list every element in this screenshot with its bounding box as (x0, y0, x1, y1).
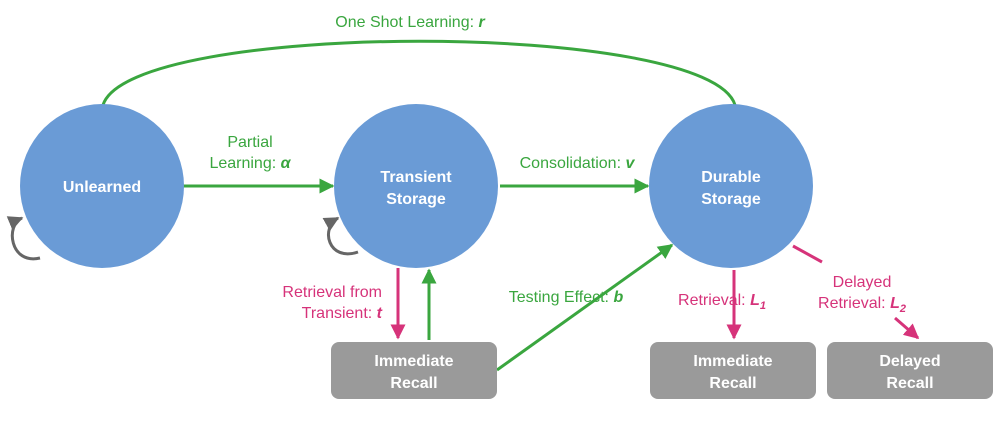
retrieval-l1-label: Retrieval: L1 (678, 292, 766, 312)
retrieval-transient-label-line2: Transient: t (302, 305, 383, 322)
state-transient-label-line1: Transient (380, 169, 452, 186)
state-durable-label-line1: Durable (701, 169, 761, 186)
delayed-retrieval-arrow-b (894, 316, 920, 340)
immediate-recall-1-line2: Recall (390, 375, 437, 392)
retrieval-transient-label-line1: Retrieval from (282, 284, 382, 301)
unlearned-self-loop (6, 216, 41, 261)
state-unlearned-label: Unlearned (63, 179, 141, 196)
immediate-recall-2-line2: Recall (709, 375, 756, 392)
one-shot-arc (101, 39, 737, 106)
delayed-retrieval-arrow-a (792, 244, 823, 264)
partial-learning-label-line1: Partial (227, 134, 272, 151)
partial-learning-label-line2: Learning: α (209, 155, 291, 172)
immediate-recall-box-1: Immediate Recall (331, 342, 497, 399)
one-shot-label: One Shot Learning: r (335, 14, 485, 31)
delayed-retrieval-label-line1: Delayed (833, 274, 892, 291)
state-transient-storage: Transient Storage (334, 104, 498, 268)
testing-effect-label: Testing Effect: b (509, 289, 624, 306)
testing-effect-arrow (496, 243, 674, 372)
consolidation-label: Consolidation: v (520, 155, 636, 172)
immediate-recall-2-line1: Immediate (693, 353, 772, 370)
delayed-retrieval-label-line2: Retrieval: L2 (818, 295, 906, 315)
delayed-recall-line2: Recall (886, 375, 933, 392)
delayed-recall-line1: Delayed (879, 353, 940, 370)
immediate-recall-1-line1: Immediate (374, 353, 453, 370)
delayed-recall-box: Delayed Recall (827, 342, 993, 399)
immediate-recall-box-2: Immediate Recall (650, 342, 816, 399)
transient-self-loop (322, 216, 359, 256)
state-durable-storage: Durable Storage (649, 104, 813, 268)
state-transient-label-line2: Storage (386, 191, 446, 208)
state-durable-label-line2: Storage (701, 191, 761, 208)
state-unlearned: Unlearned (20, 104, 184, 268)
